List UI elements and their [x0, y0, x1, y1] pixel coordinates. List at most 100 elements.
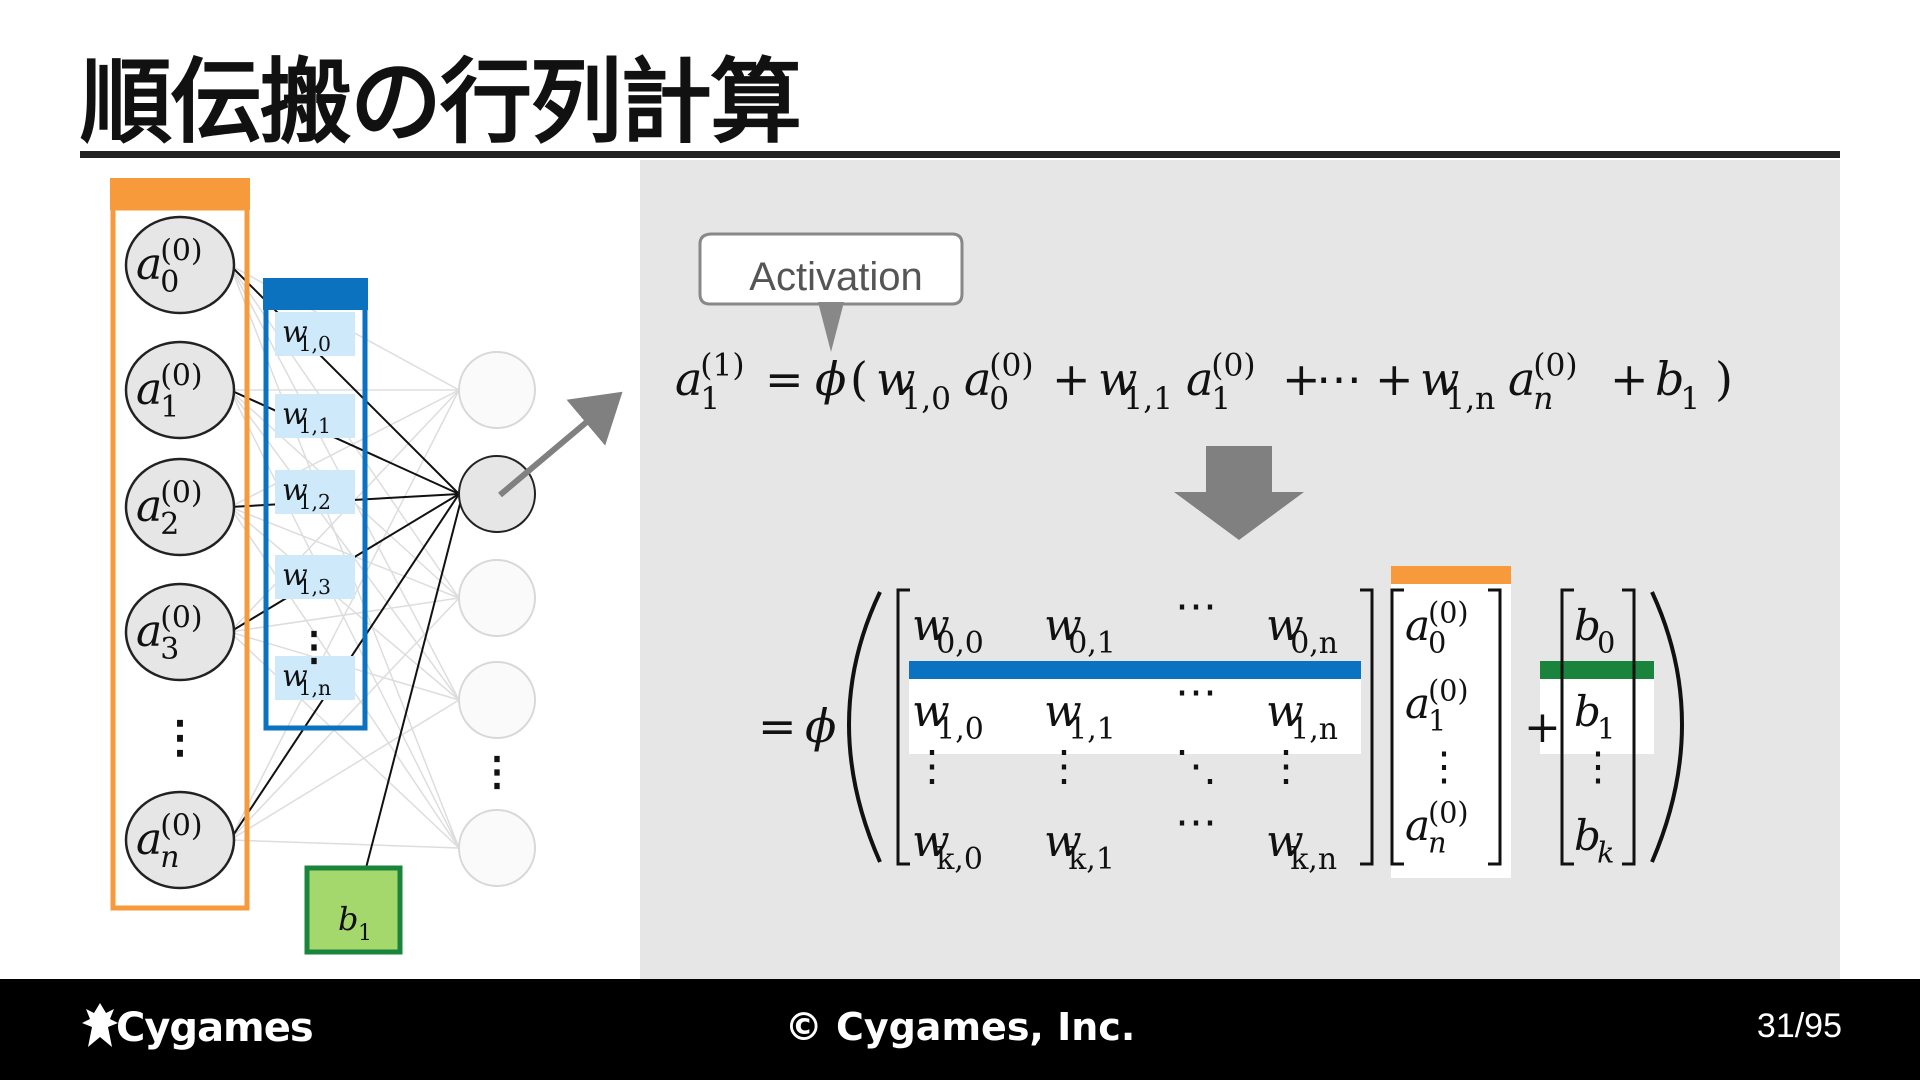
eq-activation: a(0)0	[964, 348, 1034, 417]
matrix-entry-sub: 0,1	[1068, 626, 1116, 661]
footer-bar: Cygames © Cygames, Inc. 31/95	[0, 979, 1920, 1080]
input-neuron-label: a(0)1	[136, 359, 203, 426]
eq-weight-base: w	[1098, 352, 1137, 406]
matrix-entry-sub: 1,1	[1068, 712, 1116, 747]
input-neuron-label-sub: 2	[160, 507, 179, 542]
matrix-ellipsis: ⋯	[1175, 581, 1217, 630]
eq-weight: w1,1	[1098, 352, 1173, 417]
input-neuron-label-sup: (0)	[160, 601, 202, 636]
matrix-entry-base: w	[1044, 600, 1082, 651]
eq-weight-base: w	[876, 352, 915, 406]
eq-bias-sub: 1	[1680, 381, 1700, 417]
b-vector-entry-sub: 1	[1597, 712, 1615, 746]
eq-activation-sup: (0)	[989, 348, 1033, 384]
input-layer-header	[110, 178, 250, 210]
matrix-entry: wk,n	[1266, 816, 1337, 877]
a-vector-entry-sub: 0	[1428, 626, 1446, 660]
eq-activation-sub: 0	[989, 381, 1009, 417]
matrix-ellipsis: ⋮	[911, 741, 953, 790]
a-vector-entry: a(0)n	[1405, 795, 1469, 859]
weight-column-box	[263, 303, 368, 731]
weight-label-base: w	[282, 315, 308, 350]
input-neuron	[124, 215, 236, 315]
w-matrix-left-bracket	[896, 588, 910, 866]
matrix-entry-base: w	[1266, 600, 1304, 651]
input-neuron-label: a(0)n	[136, 809, 203, 876]
eq-plus: +	[1052, 352, 1091, 406]
eq-weight-sub: 1,1	[1123, 381, 1173, 417]
bias-box	[304, 865, 403, 955]
a-vector-entry-base: a	[1405, 601, 1430, 650]
matrix-entry: w1,1	[1044, 686, 1116, 747]
input-neuron-label-sup: (0)	[160, 476, 202, 511]
eq-weight: w1,n	[1420, 352, 1495, 417]
eq-equals: =	[765, 352, 804, 406]
matrix-entry-base: w	[1044, 816, 1082, 867]
eq-activation-base: a	[1508, 352, 1535, 406]
matrix-entry-sub: k,0	[936, 842, 983, 877]
b-vector-entry-sub: k	[1597, 836, 1614, 870]
hidden-neuron-0	[458, 351, 536, 429]
weight-label: w1,3	[282, 558, 331, 599]
output-arrow-icon	[498, 391, 623, 498]
eq-plus: +	[1610, 352, 1649, 406]
eq-weight: w1,0	[876, 352, 951, 417]
a-vector-entry-sub: 1	[1428, 704, 1446, 738]
a-vector-highlight	[1391, 566, 1511, 878]
hidden-neuron-3	[458, 661, 536, 739]
weight-label: w1,1	[282, 397, 331, 438]
footer-brand: Cygames	[116, 1005, 314, 1051]
b-vector-entry: b0	[1574, 601, 1615, 660]
eq-weight-sub: 1,n	[1445, 381, 1495, 417]
input-neuron-label-base: a	[136, 239, 162, 290]
input-neuron-label-base: a	[136, 606, 162, 657]
input-neuron	[124, 790, 236, 890]
a-vector-entry: a(0)1	[1405, 673, 1469, 737]
bias-connection	[365, 499, 462, 869]
hidden-neuron-1-active	[458, 455, 536, 533]
page-number: 31/95	[1756, 1007, 1842, 1045]
w-matrix-right-bracket	[1360, 588, 1374, 866]
eq-bias: b1	[1655, 352, 1700, 417]
eq-activation-sup: (0)	[1533, 348, 1577, 384]
input-neuron-label-base: a	[136, 481, 162, 532]
input-neuron-label-sup: (0)	[160, 359, 202, 394]
matrix-entry: w0,1	[1044, 600, 1116, 661]
a-vector-entry-sub: n	[1428, 826, 1446, 860]
matrix-entry-sub: 0,n	[1290, 626, 1338, 661]
background-connection	[229, 699, 460, 841]
input-layer-box	[110, 205, 250, 911]
background-connection	[229, 389, 460, 841]
mat-plus: +	[1524, 702, 1561, 753]
eq-lhs-sub: 1	[700, 381, 720, 417]
input-neuron-label: a(0)3	[136, 601, 203, 668]
weight-label-base: w	[282, 659, 308, 694]
eq-weight-sub: 1,0	[901, 381, 951, 417]
row-highlight-bar	[909, 661, 1361, 679]
eq-activation-base: a	[1186, 352, 1213, 406]
input-neuron	[124, 582, 236, 682]
eq-close-paren: )	[1715, 352, 1733, 406]
a-vector-entry-sup: (0)	[1428, 673, 1468, 707]
b-vector-ellipsis: ⋮	[1578, 744, 1618, 790]
weight-label-sub: 1,n	[299, 676, 332, 700]
eq-plus: +	[1375, 352, 1414, 406]
eq-open-paren: (	[850, 352, 868, 406]
weight-label: w1,0	[282, 315, 331, 356]
eq-activation-sub: n	[1533, 381, 1553, 417]
eq-lhs-base: a	[675, 352, 702, 406]
b-vector-entry-base: b	[1574, 601, 1601, 650]
eq-activation-base: a	[964, 352, 991, 406]
weight-label-base: w	[282, 473, 308, 508]
footer-copyright: © Cygames, Inc.	[784, 1005, 1136, 1049]
weight-label: w1,2	[282, 473, 331, 514]
input-neuron-label-sub: n	[160, 840, 179, 875]
matrix-entry-sub: k,n	[1290, 842, 1337, 877]
svg-text:1: 1	[358, 921, 372, 946]
matrix-entry-sub: 1,0	[936, 712, 984, 747]
b-vector-entry: b1	[1574, 687, 1615, 746]
input-neuron-label: a(0)2	[136, 476, 203, 543]
